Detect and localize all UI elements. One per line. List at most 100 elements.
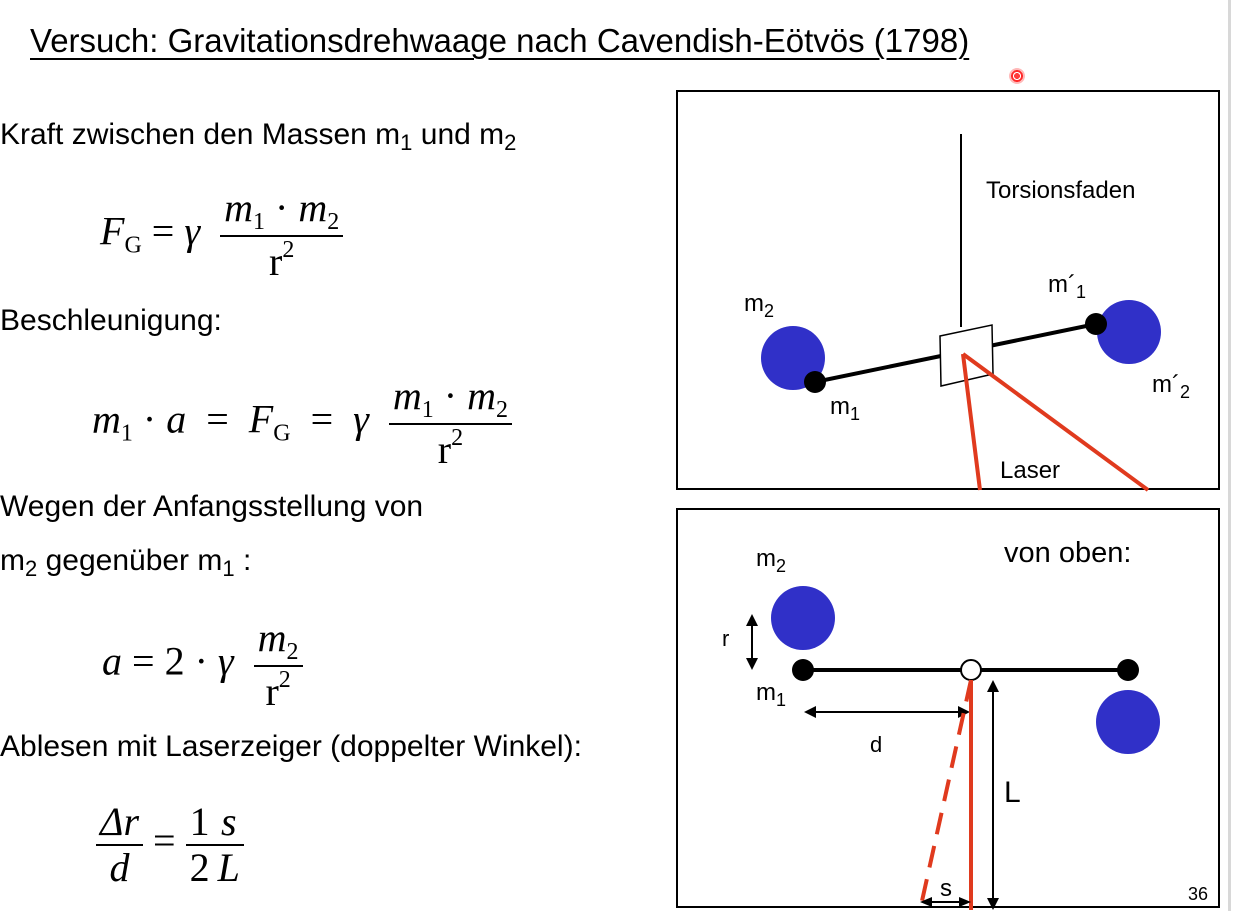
init-m2: m <box>0 544 25 577</box>
d-arrow-head-right <box>958 706 970 718</box>
laser-pointer-icon <box>1009 68 1025 84</box>
side-view-svg: Torsionsfaden m2 m1 m´1 m´2 Laser <box>744 134 1190 492</box>
f1-dot: · <box>265 185 299 230</box>
initial-position-line1: Wegen der Anfangsstellung von <box>0 490 424 523</box>
formula-double-acceleration: a = 2 · γ m2 r2 <box>102 616 303 714</box>
laser-reading-text: Ablesen mit Laserzeiger (doppelter Winke… <box>0 730 582 763</box>
label-d: d <box>870 732 882 757</box>
d-arrow-head-left <box>804 706 816 718</box>
f2-s1: 1 <box>120 420 133 447</box>
top-view-heading: von oben: <box>1004 537 1131 569</box>
label-m1: m1 <box>830 393 860 424</box>
f1-num-m1: m <box>224 185 253 230</box>
laser-beam-incoming <box>961 353 982 491</box>
label-top-m2: m2 <box>756 545 786 576</box>
L-arrow-head-up <box>987 680 999 692</box>
f3-gamma: γ <box>217 638 234 684</box>
slide-title: Versuch: Gravitationsdrehwaage nach Cave… <box>30 22 970 59</box>
f3-numerator: m2 <box>253 615 303 668</box>
force-text-b: und m <box>412 118 505 151</box>
top-mass-m2 <box>771 586 835 650</box>
f4-num-s: s <box>213 800 244 846</box>
f2-denominator: r2 <box>389 425 512 472</box>
f2-dot-a: · <box>132 396 167 442</box>
init-mid: gegenüber m <box>37 544 223 577</box>
f2-dot: · <box>433 373 468 418</box>
r-arrow-head-up <box>746 614 758 626</box>
f3-den-r: r <box>265 669 279 715</box>
f4-L: L <box>217 845 240 890</box>
diagram-side-view: Torsionsfaden m2 m1 m´1 m´2 Laser <box>676 90 1220 492</box>
f1-fraction: m1 · m2 r2 <box>220 185 344 285</box>
f2-num-s1: 1 <box>421 397 434 423</box>
f2-num-s2: 2 <box>496 397 508 423</box>
f3-a: a <box>102 638 122 684</box>
f2-eq1: = <box>186 396 249 442</box>
laser-beam-reflected <box>961 352 1150 492</box>
init-end: : <box>234 544 252 577</box>
initial-position-line2: m2 gegenüber m1 : <box>0 544 251 582</box>
f3-dot: · <box>184 638 218 684</box>
f4-den-L: L <box>214 846 244 890</box>
f2-gamma: γ <box>353 396 369 442</box>
label-m1-prime: m´1 <box>1048 271 1086 302</box>
slide-edge <box>1228 0 1231 911</box>
formula-gravitational-force: FG = γ m1 · m2 r2 <box>100 185 344 285</box>
force-sub-1: 1 <box>400 130 413 155</box>
f2-fraction: m1 · m2 r2 <box>388 373 512 472</box>
f3-eq: = <box>122 638 165 684</box>
f1-eq: = <box>141 208 185 254</box>
init-m1-sub: 1 <box>222 556 235 581</box>
top-view-svg: von oben: m2 m1 r d L s <box>722 537 1160 910</box>
f2-numerator: m1 · m2 <box>388 373 512 426</box>
top-mass-m1 <box>792 659 814 681</box>
f1-F: F <box>100 208 125 254</box>
force-text-a: Kraft zwischen den Massen m <box>0 118 401 151</box>
formula-acceleration: m1 · a = FG = γ m1 · m2 r2 <box>92 374 512 472</box>
diagram-top-view: von oben: m2 m1 r d L s <box>676 508 1220 910</box>
label-L: L <box>1004 776 1021 809</box>
f3-num-s2: 2 <box>286 639 299 665</box>
f1-num-s1: 1 <box>253 209 265 235</box>
f2-num-m2: m <box>467 373 496 418</box>
label-top-m1: m1 <box>756 679 786 710</box>
f4-dr: Δr <box>100 799 140 844</box>
label-m2: m2 <box>744 290 774 321</box>
f3-fraction: m2 r2 <box>253 615 303 715</box>
f1-gamma: γ <box>184 208 201 254</box>
f3-den-exp: 2 <box>278 667 291 694</box>
s-arrow-head-left <box>920 897 932 907</box>
f4-fraction-right: s L <box>213 800 244 890</box>
f4-fraction-half: 1 2 <box>185 800 214 890</box>
mass-m1-prime <box>1085 313 1107 335</box>
f2-den-r: r <box>437 427 452 473</box>
init-m2-sub: 2 <box>25 556 38 581</box>
mass-m1 <box>804 371 826 393</box>
L-arrow-head-down <box>987 898 999 910</box>
f3-two: 2 <box>164 638 185 684</box>
formula-laser-reading: Δr d = 1 2 s L <box>96 800 244 890</box>
s-arrow-head-right <box>959 897 971 907</box>
top-mirror <box>960 659 982 681</box>
label-r: r <box>722 626 729 651</box>
f1-num-m2: m <box>298 185 328 230</box>
f1-den-r: r <box>269 239 283 285</box>
f1-den-exp: 2 <box>282 237 295 264</box>
f4-two: 2 <box>189 845 210 890</box>
f2-G: G <box>273 420 291 447</box>
mass-m2-prime <box>1097 300 1161 364</box>
f2-m: m <box>92 396 121 442</box>
force-sub-2: 2 <box>504 130 517 155</box>
torsion-label: Torsionsfaden <box>986 177 1135 204</box>
f4-den-d: d <box>96 846 143 890</box>
f4-one: 1 <box>185 800 214 846</box>
f2-F: F <box>248 396 274 442</box>
f3-num-m: m <box>257 615 287 660</box>
f2-eq2: = <box>290 396 354 442</box>
force-text: Kraft zwischen den Massen m1 und m2 <box>0 118 516 156</box>
f4-eq: = <box>143 818 186 864</box>
top-mass-m1-prime <box>1117 659 1139 681</box>
f2-num-m1: m <box>392 373 422 418</box>
label-m2-prime: m´2 <box>1152 371 1190 402</box>
